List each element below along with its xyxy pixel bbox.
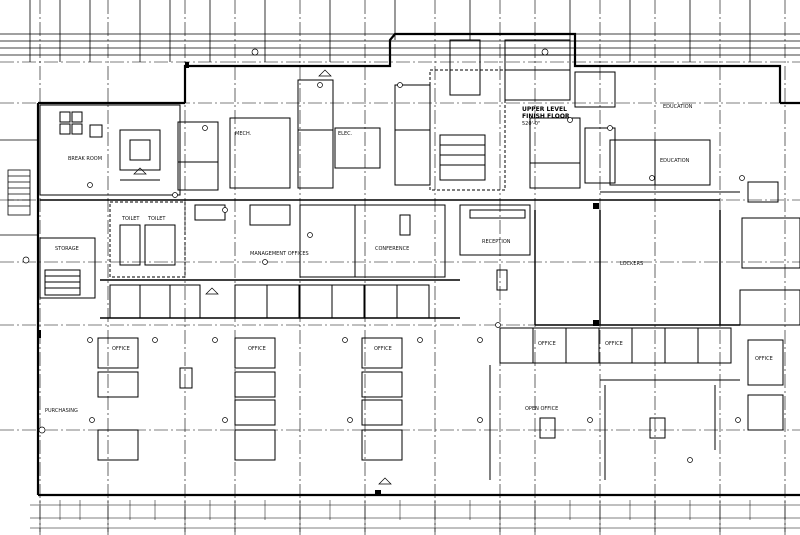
room-label: OPEN OFFICE <box>525 406 558 412</box>
bottom-dimension-ticks <box>39 500 786 532</box>
exterior-wall <box>36 32 800 497</box>
break-room <box>39 104 181 196</box>
room-label: LOCKERS <box>620 261 643 267</box>
room-label: OFFICE <box>374 346 392 352</box>
room-label: OFFICE <box>112 346 130 352</box>
room-label: CONFERENCE <box>375 246 409 252</box>
top-dimension-lines <box>0 0 800 62</box>
room-label: STORAGE <box>55 246 79 252</box>
central-core <box>429 39 571 191</box>
grid-bubbles <box>22 48 745 463</box>
room-label: OFFICE <box>755 356 773 362</box>
left-exterior-stair <box>0 139 38 236</box>
room-label: OFFICE <box>248 346 266 352</box>
middle-band-rooms <box>39 201 800 326</box>
room-label: PURCHASING <box>45 408 78 414</box>
room-label: BREAK ROOM <box>68 156 102 162</box>
room-label: OFFICE <box>538 341 556 347</box>
callout-elevation: 520'-0" <box>522 121 540 127</box>
room-label: EDUCATION <box>660 158 690 164</box>
right-upper-offices <box>529 71 779 203</box>
upper-offices <box>177 79 431 191</box>
open-office-partitions <box>179 214 740 480</box>
bottom-dimension-strip <box>30 504 800 529</box>
section-markers <box>133 69 392 485</box>
room-label: EDUCATION <box>663 104 693 110</box>
callout-line-1: UPPER LEVEL <box>522 106 567 113</box>
callout-line-2: FINISH FLOOR <box>522 113 570 120</box>
room-label: OFFICE <box>605 341 623 347</box>
wall-posts <box>37 62 599 496</box>
room-label: MANAGEMENT OFFICES <box>250 251 309 257</box>
room-label: MECH. <box>235 131 252 137</box>
upper-level-callout: UPPER LEVEL FINISH FLOOR 520'-0" <box>522 106 570 127</box>
lower-office-pods <box>97 337 403 461</box>
room-labels: EDUCATION EDUCATION MANAGEMENT OFFICES P… <box>45 104 773 414</box>
room-label: TOILET <box>147 216 166 222</box>
middle-small-offices <box>109 284 430 319</box>
room-label: TOILET <box>121 216 140 222</box>
room-label: ELEC. <box>338 131 353 137</box>
room-label: RECEPTION <box>482 239 511 245</box>
right-office-row <box>499 327 784 431</box>
